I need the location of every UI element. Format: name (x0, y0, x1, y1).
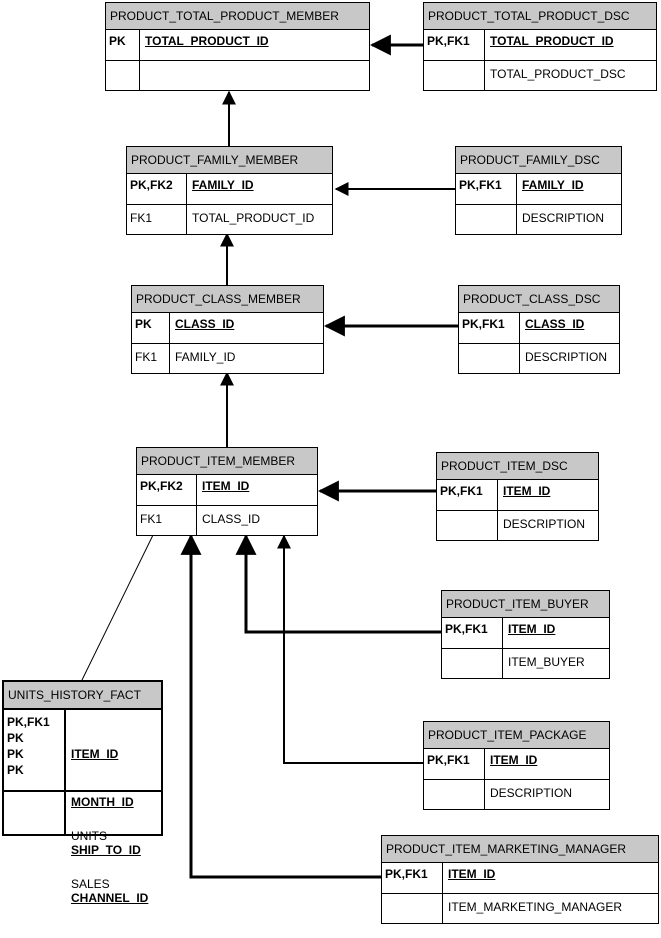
pk-key-cell: PK,FK1 (442, 618, 503, 648)
entity-product-item-package[interactable]: PRODUCT_ITEM_PACKAGE PK,FK1 ITEM_ID DESC… (423, 721, 610, 810)
attr-cell: CLASS_ID (202, 512, 261, 526)
entity-product-item-buyer[interactable]: PRODUCT_ITEM_BUYER PK,FK1 ITEM_ID ITEM_B… (441, 590, 610, 679)
pk-attr-cell: FAMILY_ID (517, 174, 589, 204)
attr-key-cell: FK1 (127, 205, 187, 234)
pk-attr-cell: FAMILY_ID (187, 174, 259, 204)
attr-cell (140, 61, 150, 90)
attr-cell: DESCRIPTION (522, 211, 605, 225)
pk-attr: MONTH_ID (71, 795, 134, 809)
entity-product-family-member[interactable]: PRODUCT_FAMILY_MEMBER PK,FK2 FAMILY_ID F… (126, 146, 333, 235)
rel-item-mktg-to-item-member (180, 533, 382, 879)
pk-attr-cell: ITEM_ID (443, 863, 500, 893)
pk-attr-cell: ITEM_ID MONTH_ID SHIP_TO_ID CHANNEL_ID (66, 710, 153, 905)
pk-attr-cell: TOTAL_PRODUCT_ID (140, 30, 274, 60)
attr-cell: DESCRIPTION (503, 517, 586, 531)
pk-key-cell: PK,FK1 (459, 313, 520, 343)
pk-attr-cell: ITEM_ID (197, 475, 254, 505)
pk-attr-cell: ITEM_ID (498, 480, 555, 510)
attr-cell: DESCRIPTION (490, 786, 573, 800)
pk-attr-cell: CLASS_ID (170, 313, 239, 343)
pk-attr: ITEM_ID (202, 479, 250, 493)
pk-attr: FAMILY_ID (192, 178, 254, 192)
entity-product-item-dsc[interactable]: PRODUCT_ITEM_DSC PK,FK1 ITEM_ID DESCRIPT… (436, 452, 599, 541)
attr-cell: ITEM_MARKETING_MANAGER (448, 900, 623, 914)
pk-attr: ITEM_ID (503, 484, 551, 498)
pk-attr-cell: ITEM_ID (485, 749, 542, 779)
pk-attr-cell: TOTAL_PRODUCT_ID (485, 30, 619, 60)
entity-title: PRODUCT_ITEM_DSC (437, 453, 598, 480)
entity-product-total-product-member[interactable]: PRODUCT_TOTAL_PRODUCT_MEMBER PK TOTAL_PR… (105, 2, 370, 91)
pk-key-cell: PK,FK1 (382, 863, 443, 893)
attr-cell: ITEM_BUYER (508, 655, 585, 669)
pk-key-cell: PK,FK1 PK PK PK (4, 710, 66, 790)
attr-key-cell (424, 780, 485, 809)
pk-key-cell: PK,FK1 (424, 749, 485, 779)
rel-item-package-to-item-member (277, 534, 424, 764)
entity-title: PRODUCT_ITEM_BUYER (442, 591, 609, 618)
pk-attr: FAMILY_ID (522, 178, 584, 192)
entity-title: PRODUCT_FAMILY_MEMBER (127, 147, 332, 174)
entity-title: PRODUCT_ITEM_MEMBER (137, 448, 317, 475)
attr-key-cell (382, 894, 443, 923)
entity-product-total-product-dsc[interactable]: PRODUCT_TOTAL_PRODUCT_DSC PK,FK1 TOTAL_P… (423, 2, 657, 91)
entity-title: PRODUCT_ITEM_MARKETING_MANAGER (382, 836, 658, 863)
entity-title: PRODUCT_CLASS_MEMBER (132, 286, 323, 313)
entity-title: PRODUCT_TOTAL_PRODUCT_DSC (424, 3, 656, 30)
pk-attr: ITEM_ID (448, 867, 496, 881)
pk-attr: TOTAL_PRODUCT_ID (145, 34, 269, 48)
pk-key-cell: PK,FK1 (456, 174, 517, 204)
attr-cell: UNITS SALES (66, 792, 115, 891)
attr-cell: TOTAL_PRODUCT_ID (192, 211, 315, 225)
entity-product-class-dsc[interactable]: PRODUCT_CLASS_DSC PK,FK1 CLASS_ID DESCRI… (458, 285, 620, 374)
entity-units-history-fact[interactable]: UNITS_HISTORY_FACT PK,FK1 PK PK PK ITEM_… (2, 680, 163, 905)
pk-key-cell: PK,FK2 (127, 174, 187, 204)
attr-cell: TOTAL_PRODUCT_DSC (490, 67, 626, 81)
entity-title: PRODUCT_CLASS_DSC (459, 286, 619, 313)
pk-attr: CHANNEL_ID (71, 891, 149, 905)
attr-key-cell (4, 792, 66, 834)
pk-attr: TOTAL_PRODUCT_ID (490, 34, 614, 48)
entity-product-item-member[interactable]: PRODUCT_ITEM_MEMBER PK,FK2 ITEM_ID FK1 C… (136, 447, 318, 536)
rel-units-fact-to-item-member (81, 532, 155, 681)
attr-key-cell (456, 205, 517, 234)
entity-title: PRODUCT_ITEM_PACKAGE (424, 722, 609, 749)
entity-product-class-member[interactable]: PRODUCT_CLASS_MEMBER PK CLASS_ID FK1 FAM… (131, 285, 324, 374)
attr-cell: FAMILY_ID (175, 350, 236, 364)
pk-attr-cell: CLASS_ID (520, 313, 589, 343)
pk-attr: CLASS_ID (175, 317, 235, 331)
attr-key-cell (424, 61, 485, 90)
attr: SALES (71, 877, 110, 891)
pk-attr-cell: ITEM_ID (503, 618, 560, 648)
attr-cell: DESCRIPTION (525, 350, 608, 364)
pk-key-cell: PK (132, 313, 170, 343)
pk-key-cell: PK,FK1 (424, 30, 485, 60)
attr-key-cell (437, 511, 498, 540)
pk-attr: ITEM_ID (490, 753, 538, 767)
attr-key-cell (106, 61, 140, 90)
pk-key-cell: PK (106, 30, 140, 60)
entity-title: UNITS_HISTORY_FACT (4, 682, 161, 710)
pk-key-cell: PK,FK2 (137, 475, 197, 505)
entity-title: PRODUCT_TOTAL_PRODUCT_MEMBER (106, 3, 369, 30)
attr-key-cell (442, 649, 503, 678)
entity-product-family-dsc[interactable]: PRODUCT_FAMILY_DSC PK,FK1 FAMILY_ID DESC… (455, 146, 622, 235)
attr: UNITS (71, 829, 107, 843)
rel-item-buyer-to-item-member (235, 533, 442, 634)
entity-title: PRODUCT_FAMILY_DSC (456, 147, 621, 174)
entity-product-item-marketing-manager[interactable]: PRODUCT_ITEM_MARKETING_MANAGER PK,FK1 IT… (381, 835, 659, 924)
pk-attr: CLASS_ID (525, 317, 585, 331)
pk-attr: ITEM_ID (508, 622, 556, 636)
pk-attr: ITEM_ID (71, 747, 119, 761)
attr-key-cell: FK1 (137, 506, 197, 535)
attr-key-cell: FK1 (132, 344, 170, 373)
pk-attr: SHIP_TO_ID (71, 843, 141, 857)
attr-key-cell (459, 344, 520, 373)
pk-key-cell: PK,FK1 (437, 480, 498, 510)
